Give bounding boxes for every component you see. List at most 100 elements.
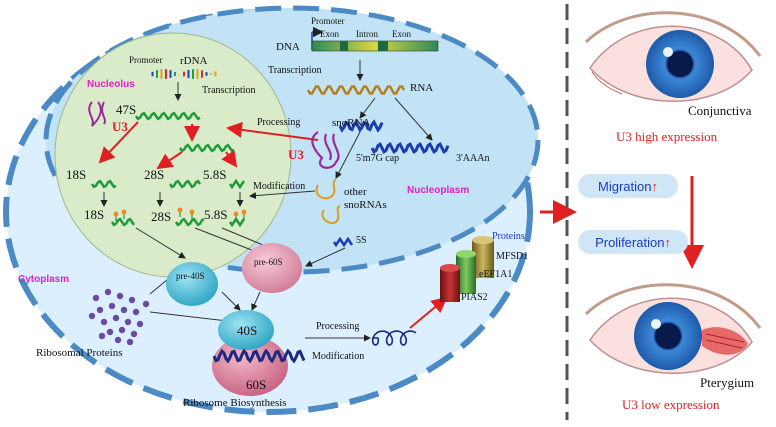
pre60s-particle (242, 243, 302, 293)
exon1-label: Exon (320, 29, 339, 39)
snorna-label: snoRNA (332, 117, 371, 129)
rrna-58s-b-label: 5.8S (204, 207, 228, 222)
eye-conjunctiva (584, 11, 762, 102)
ribosome-biosynthesis-label: Ribosome Biosynthesis (183, 397, 287, 409)
polya-label: 3'AAAn (456, 153, 490, 164)
28s-strand-a (168, 179, 202, 189)
rdna-helix (151, 69, 217, 79)
processing-top-label: Processing (257, 117, 301, 128)
rrna-18s-b-label: 18S (84, 207, 105, 222)
ribosome-60s-label: 60S (246, 377, 267, 392)
transcription-rdna-label: Transcription (202, 85, 256, 96)
ribosomal-protein (112, 314, 120, 322)
nucleolus-label: Nucleolus (87, 79, 135, 90)
exon2-label: Exon (392, 29, 411, 39)
ribosomal-protein (128, 296, 136, 304)
rrna-58s-a-label: 5.8S (203, 167, 227, 182)
u3-mid-label: U3 (288, 147, 304, 162)
18s-strand-b (110, 217, 136, 227)
u3-high-label: U3 high expression (616, 129, 718, 144)
intron-label: Intron (356, 29, 378, 39)
pterygium-label: Pterygium (700, 375, 755, 390)
promoter-dna-label: Promoter (311, 16, 345, 26)
ribosomal-protein (142, 300, 150, 308)
gene-structure (311, 26, 439, 52)
modification-pin (241, 209, 247, 215)
proteins-label: Proteins (492, 231, 525, 242)
28s-strand-b (174, 217, 205, 227)
protein-cylinders (440, 236, 494, 302)
ribosomal-protein (130, 330, 138, 338)
58s-strand-b (228, 216, 246, 228)
snorna-strand (338, 119, 384, 133)
modification-pin (233, 211, 239, 217)
pias2-label: PIAS2 (461, 292, 488, 303)
ribosomal-protein (106, 328, 114, 336)
rrna-47s-label: 47S (116, 102, 137, 117)
rrna-28s-a-label: 28S (144, 167, 165, 182)
ribosomal-protein (92, 294, 100, 302)
nucleoplasm-label: Nucleoplasm (407, 185, 470, 196)
ribosomal-protein (132, 308, 140, 316)
ribosomal-protein (114, 336, 122, 344)
modification-top-label: Modification (253, 181, 306, 192)
processing-arrows (98, 121, 319, 170)
ribosomal-protein (136, 320, 144, 328)
mrna-strand (212, 348, 306, 364)
modification-pin (113, 211, 119, 217)
18s-strand-a (90, 179, 117, 189)
eef1a1-label: eEF1A1 (479, 269, 513, 280)
ribosomal-proteins-label: Ribosomal Proteins (36, 347, 123, 359)
ribosomal-protein (124, 318, 132, 326)
ribosomal-protein (96, 306, 104, 314)
ribosomal-protein (100, 318, 108, 326)
mfsd1-label: MFSD1 (496, 251, 529, 262)
ribosomal-protein (98, 332, 106, 340)
rna-label: RNA (410, 82, 434, 94)
5s-strand (332, 236, 354, 248)
other-snornas-shape (315, 179, 341, 224)
pre40s-label: pre-40S (176, 271, 205, 281)
transcription-dna-label: Transcription (268, 65, 322, 76)
cytoplasm-label: Cytoplasm (18, 274, 70, 285)
ribosomal-proteins-dots (88, 288, 150, 346)
rdna-label: rDNA (180, 55, 208, 67)
migration-label: Migration (598, 178, 652, 194)
ribosomal-protein (108, 302, 116, 310)
modification-pin (189, 209, 195, 215)
u3-left-label: U3 (112, 119, 128, 134)
cap-label: 5'm7G cap (356, 153, 400, 164)
ribosome-40s-label: 40S (237, 323, 258, 338)
ribosomal-protein (126, 338, 134, 346)
modification-pin (177, 207, 183, 213)
rrna-precursor-strand (178, 143, 235, 153)
rrna-5s-label: 5S (356, 235, 367, 246)
u3-snorna-mid (311, 131, 340, 169)
ribosomal-protein (116, 292, 124, 300)
pre60s-label: pre-60S (254, 257, 283, 267)
ribosomal-protein (88, 312, 96, 320)
proliferation-up-arrow: ↑ (664, 234, 671, 250)
conjunctiva-label: Conjunctiva (688, 103, 752, 118)
rna-strand (306, 85, 406, 95)
pre40s-particle (166, 262, 218, 306)
migration-up-arrow: ↑ (651, 178, 658, 194)
proliferation-pill: Proliferation↑ (578, 230, 688, 254)
mrna-translated (212, 348, 306, 364)
eye-pterygium (584, 283, 762, 374)
ribosomal-protein (118, 326, 126, 334)
dna-label: DNA (276, 41, 300, 53)
polypeptide (371, 330, 417, 346)
u3-snorna-left (88, 101, 106, 127)
mrna-capped-strand (370, 141, 450, 155)
other-snornas-label: other snoRNAs (344, 186, 387, 211)
arrow-peptide-proteins (409, 296, 448, 329)
ribosomal-protein (120, 306, 128, 314)
rrna-28s-b-label: 28S (151, 209, 172, 224)
processing-bottom-label: Processing (316, 321, 360, 332)
modification-bottom-label: Modification (312, 351, 365, 362)
proliferation-label: Proliferation (595, 234, 665, 250)
nucleolus-region (54, 32, 292, 278)
migration-pill: Migration↑ (578, 174, 678, 198)
